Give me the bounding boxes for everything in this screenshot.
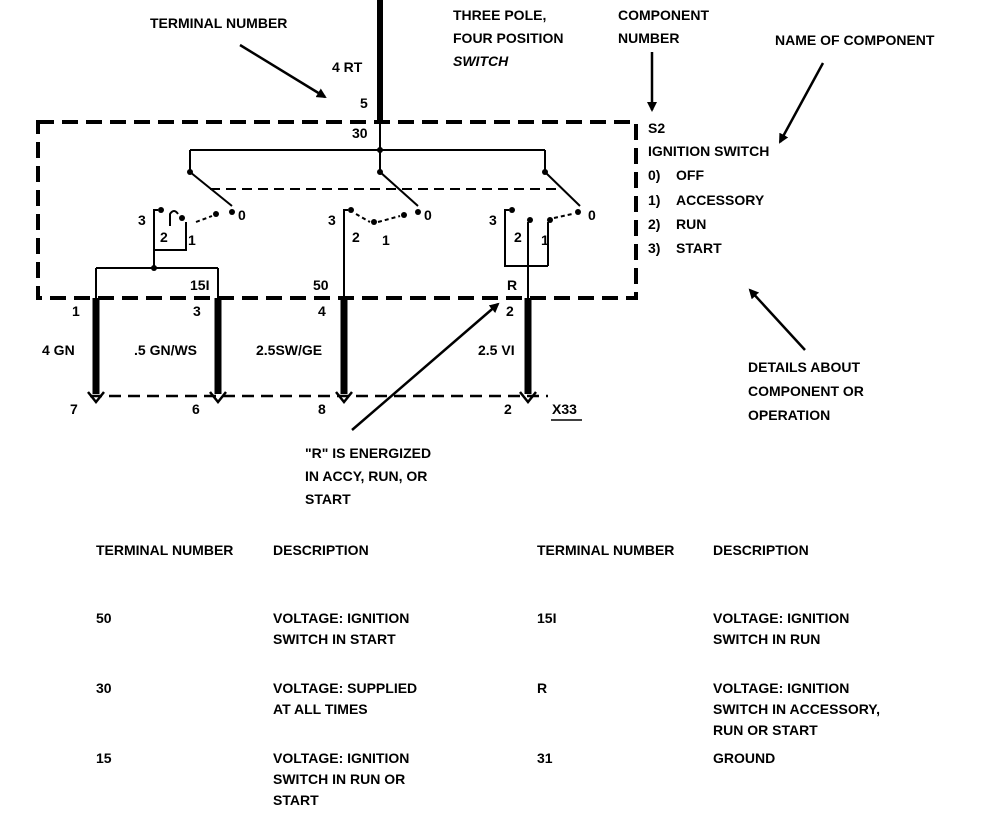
- arrow-details: [748, 288, 806, 351]
- pin-bottom-7: 7: [70, 401, 78, 417]
- position-run: RUN: [676, 216, 706, 232]
- callout-name-of-component: NAME OF COMPONENT: [775, 32, 935, 48]
- callout-details-1: DETAILS ABOUT: [748, 359, 860, 375]
- callout-details-2: COMPONENT OR: [748, 383, 864, 399]
- connector-id: X33: [552, 401, 577, 417]
- callout-r-note-3: START: [305, 491, 351, 507]
- svg-text:1: 1: [541, 232, 549, 248]
- arrow-r-note: [351, 302, 500, 431]
- svg-text:3: 3: [328, 212, 336, 228]
- wire-top-color: 4 RT: [332, 59, 363, 75]
- wiper-right: [544, 171, 581, 207]
- table-cell-description: VOLTAGE: SUPPLIED AT ALL TIMES: [273, 680, 418, 717]
- pin-top-1: 1: [72, 303, 80, 319]
- svg-text:2: 2: [160, 229, 168, 245]
- pole-middle-contacts: 3 2 1 0: [328, 207, 432, 248]
- position-accessory: ACCESSORY: [676, 192, 765, 208]
- table-cell-terminal: 31: [537, 750, 553, 766]
- svg-text:0: 0: [424, 207, 432, 223]
- svg-text:2: 2: [514, 229, 522, 245]
- callout-component-number-1: COMPONENT: [618, 7, 709, 23]
- svg-text:3: 3: [138, 212, 146, 228]
- table-cell-description: VOLTAGE: IGNITION SWITCH IN ACCESSORY, R…: [713, 680, 880, 738]
- pin-bottom-8: 8: [318, 401, 326, 417]
- table-header-terminal-right: TERMINAL NUMBER: [537, 542, 675, 558]
- table-cell-terminal: 50: [96, 610, 112, 626]
- callout-terminal-number: TERMINAL NUMBER: [150, 15, 287, 31]
- table-cell-description: VOLTAGE: IGNITION SWITCH IN RUN: [713, 610, 850, 647]
- component-boundary: [36, 120, 638, 300]
- pin-bottom-6: 6: [192, 401, 200, 417]
- table-cell-description: VOLTAGE: IGNITION SWITCH IN START: [273, 610, 410, 647]
- svg-text:1: 1: [188, 232, 196, 248]
- wire-top-pin: 5: [360, 95, 368, 111]
- component-id: S2: [648, 120, 665, 136]
- callout-r-note-2: IN ACCY, RUN, OR: [305, 468, 427, 484]
- component-name: IGNITION SWITCH: [648, 143, 769, 159]
- table-cell-description: GROUND: [713, 750, 776, 766]
- terminal-30-label: 30: [352, 125, 368, 141]
- position-start: START: [676, 240, 722, 256]
- table-cell-terminal: 30: [96, 680, 112, 696]
- wire-color-4gn: 4 GN: [42, 342, 75, 358]
- svg-text:0: 0: [238, 207, 246, 223]
- terminal-r-label: R: [507, 277, 517, 293]
- pin-top-3: 3: [193, 303, 201, 319]
- callout-details-3: OPERATION: [748, 407, 830, 423]
- wire-color-25swge: 2.5SW/GE: [256, 342, 322, 358]
- table-cell-terminal: 15I: [537, 610, 557, 626]
- svg-text:1): 1): [648, 192, 660, 208]
- position-off: OFF: [676, 167, 704, 183]
- table-header-description-left: DESCRIPTION: [273, 542, 369, 558]
- pin-top-4: 4: [318, 303, 326, 319]
- table-cell-terminal: R: [537, 680, 548, 696]
- pin-top-2: 2: [506, 303, 514, 319]
- table-cell-terminal: 15: [96, 750, 112, 766]
- pole-left-contacts: 3 2 1 0: [138, 207, 246, 251]
- svg-text:3: 3: [489, 212, 497, 228]
- terminal-50-label: 50: [313, 277, 329, 293]
- arrow-name-of-component: [778, 62, 825, 144]
- wiring-diagram: TERMINAL NUMBER THREE POLE, FOUR POSITIO…: [36, 0, 935, 507]
- terminal-15i-label: 15I: [190, 277, 209, 293]
- pin-bottom-2: 2: [504, 401, 512, 417]
- callout-switch-type-1: THREE POLE,: [453, 7, 546, 23]
- pole-right-contacts: 3 2 1 0: [489, 207, 596, 267]
- svg-text:2: 2: [352, 229, 360, 245]
- svg-text:0: 0: [588, 207, 596, 223]
- callout-r-note-1: "R" IS ENERGIZED: [305, 445, 431, 461]
- wire-color-25vi: 2.5 VI: [478, 342, 515, 358]
- svg-text:3): 3): [648, 240, 660, 256]
- callout-switch-type-3: SWITCH: [453, 53, 509, 69]
- wire-color-5gnws: .5 GN/WS: [134, 342, 197, 358]
- arrow-terminal-number: [239, 43, 327, 99]
- wiper-middle: [379, 171, 419, 207]
- table-header-description-right: DESCRIPTION: [713, 542, 809, 558]
- callout-component-number-2: NUMBER: [618, 30, 679, 46]
- table-cell-description: VOLTAGE: IGNITION SWITCH IN RUN OR START: [273, 750, 410, 808]
- svg-text:0): 0): [648, 167, 660, 183]
- table-header-terminal-left: TERMINAL NUMBER: [96, 542, 234, 558]
- svg-text:1: 1: [382, 232, 390, 248]
- callout-switch-type-2: FOUR POSITION: [453, 30, 563, 46]
- svg-text:2): 2): [648, 216, 660, 232]
